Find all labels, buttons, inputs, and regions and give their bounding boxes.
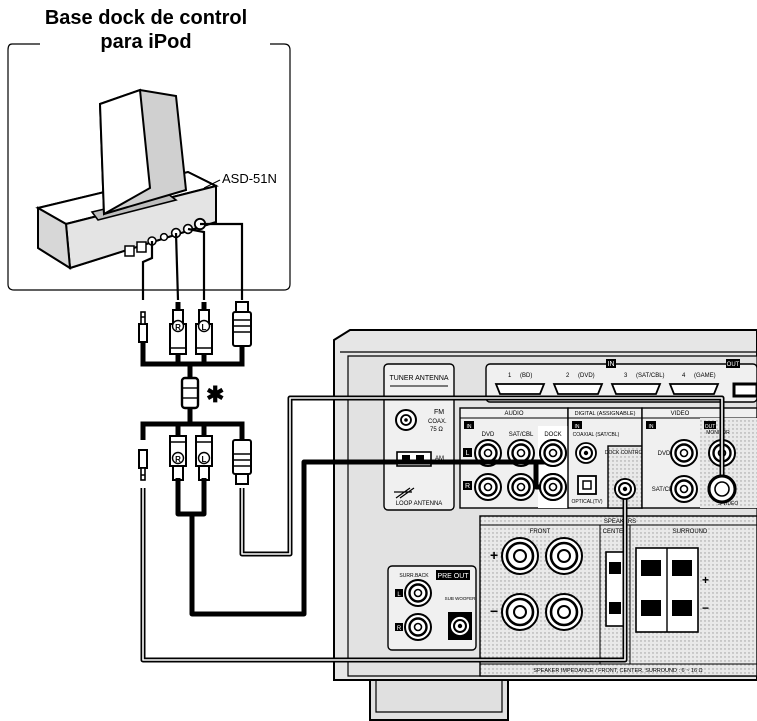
dock-plug-mini-bottom [138, 449, 148, 481]
dock-title: Base dock de control para iPod [0, 6, 292, 54]
subwoofer-label: SUB WOOFER [445, 596, 477, 601]
video-dvd-label: DVD [658, 451, 671, 457]
audio-ch-r: R [465, 483, 470, 490]
front-plus: + [490, 547, 498, 563]
loop-antenna-label: LOOP ANTENNA [396, 501, 443, 507]
center-terminals [605, 551, 625, 627]
plug-l-bottom-label: L [202, 455, 207, 464]
plug-r-bottom-label: R [175, 455, 181, 464]
audio-sat-r-jack [506, 472, 536, 502]
pre-out-badge: PRE OUT [437, 573, 469, 580]
fm-label: FM [434, 409, 444, 416]
hdmi-jacks [494, 382, 757, 398]
audio-in-badge: IN [467, 424, 472, 430]
hdmi-port-4-label: (GAME) [694, 373, 716, 379]
cable-bundle-top [140, 342, 245, 380]
hdmi-port-1: 1 [508, 373, 512, 379]
front-r-plus-post [500, 536, 540, 576]
front-label: FRONT [530, 529, 551, 535]
ferrite-mark: ✱ [206, 382, 224, 407]
ipod-dock: ASD-51N [35, 88, 277, 270]
video-sat-jack [669, 474, 699, 504]
preout-ch-l: L [397, 592, 401, 598]
optical-label: OPTICAL(TV) [571, 499, 602, 505]
video-label: VIDEO [671, 411, 690, 417]
dock-plug-mini-top [138, 311, 148, 343]
ferrite-core: ✱ [180, 376, 224, 410]
hdmi-port-3-label: (SAT/CBL) [636, 373, 665, 379]
hdmi-port-3: 3 [624, 373, 628, 379]
dock-frame [7, 43, 291, 291]
monitor-label: MONITOR [706, 430, 730, 436]
s-video-label: S-VIDEO [718, 501, 739, 507]
surround-terminals [635, 547, 699, 633]
dock-plug-svideo-bottom [232, 439, 252, 485]
digital-coaxial-jack [575, 442, 597, 464]
front-l-plus-post [544, 536, 584, 576]
digital-label: DIGITAL (ASSIGNABLE) [575, 411, 636, 417]
front-r-minus-post [500, 592, 540, 632]
digital-in-badge: IN [575, 424, 580, 430]
dock-model: ASD-51N [222, 171, 277, 186]
surround-plus: + [702, 573, 709, 587]
surround-minus: − [702, 601, 709, 615]
dock-upper-cables [141, 222, 244, 301]
preout-ch-r: R [397, 626, 402, 632]
hdmi-port-4: 4 [682, 373, 686, 379]
coax-label: COAX. [428, 419, 447, 425]
impedance-label: SPEAKER IMPEDANCE / FRONT, CENTER, SURRO… [533, 668, 702, 674]
video-out-badge: OUT [705, 424, 716, 430]
surround-label: SURROUND [673, 529, 708, 535]
dock-control-jack-front [614, 478, 636, 500]
surr-back-label: SURR.BACK [399, 573, 429, 579]
front-minus: − [490, 603, 498, 619]
surr-back-l-jack [403, 578, 433, 608]
plug-r-top-label: R [175, 323, 181, 332]
subwoofer-jack [449, 615, 471, 637]
ohm75-label: 75 Ω [430, 427, 443, 433]
front-l-minus-post [544, 592, 584, 632]
center-label: CENTER [603, 529, 628, 535]
hdmi-port-2: 2 [566, 373, 570, 379]
audio-sat-label: SAT/CBL [509, 432, 534, 438]
coaxial-label: COAXIAL (SAT/CBL) [573, 432, 620, 438]
fm-antenna-jack [395, 409, 417, 431]
wiring-inner [142, 397, 723, 661]
plug-l-top-label: L [202, 323, 207, 332]
audio-label: AUDIO [504, 411, 523, 417]
cable-bundle-bottom [140, 408, 245, 440]
am-label: AM [435, 456, 444, 462]
audio-dvd-r-jack [473, 472, 503, 502]
video-sat-label: SAT/CBL [652, 487, 677, 493]
audio-ch-l: L [466, 450, 470, 457]
hdmi-out-badge: OUT [727, 362, 740, 368]
dock-title-line1: Base dock de control [44, 7, 248, 29]
dock-plug-svideo-top [232, 301, 252, 347]
hdmi-in-badge: IN [608, 361, 615, 368]
hdmi-port-2-label: (DVD) [578, 373, 595, 379]
surr-back-r-jack [403, 612, 433, 642]
audio-dock-l-jack-front [538, 438, 568, 468]
audio-dock-label: DOCK [544, 432, 561, 438]
tuner-antenna-label: TUNER ANTENNA [389, 375, 448, 382]
hdmi-port-1-label: (BD) [520, 373, 532, 379]
video-dvd-jack [669, 438, 699, 468]
dock-control-label: DOCK CONTROL [605, 450, 646, 456]
dock-title-line2: para iPod [100, 31, 192, 53]
speakers-label: SPEAKERS [604, 519, 636, 525]
audio-dock-r-jack-front [538, 472, 568, 502]
video-in-badge: IN [649, 424, 654, 430]
audio-dvd-label: DVD [482, 432, 495, 438]
